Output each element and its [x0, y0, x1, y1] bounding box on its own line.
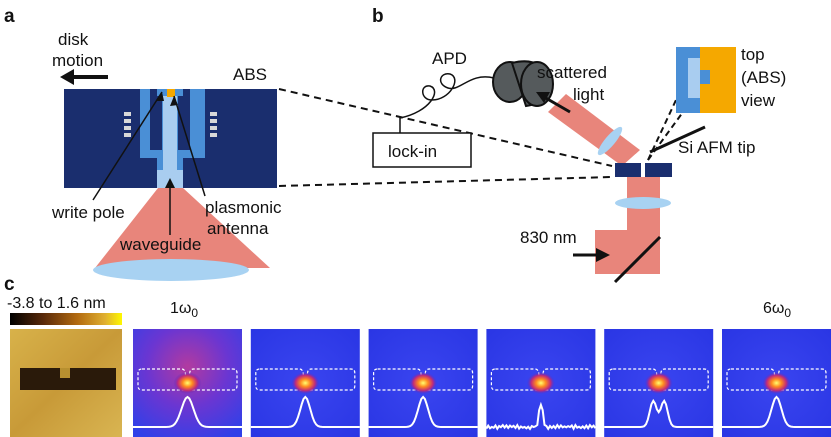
plasmonic-antenna [167, 89, 175, 97]
sample-gap [641, 163, 645, 177]
lens-a [93, 259, 249, 281]
disk-motion-label-line2: motion [52, 51, 103, 70]
hotspot [527, 372, 555, 394]
first-harmonic-label: 1ω0 [170, 300, 198, 320]
wavelength-label: 830 nm [520, 228, 577, 247]
top-view-label-line1: top [741, 45, 765, 64]
abs-label: ABS [233, 65, 267, 84]
nearfield-maps [133, 329, 831, 437]
top-view-inset [676, 47, 736, 113]
afm-tip-label: Si AFM tip [678, 138, 755, 157]
abs-surface [64, 89, 277, 188]
nearfield-map-5 [604, 329, 713, 437]
nearfield-map-4 [486, 329, 595, 437]
colorbar [10, 313, 122, 325]
apd-cable [400, 74, 494, 134]
last-harmonic-label: 6ω0 [763, 300, 791, 320]
panel-b-label: b [372, 6, 384, 27]
panel-c-label: c [4, 274, 15, 295]
lock-in-label: lock-in [388, 142, 437, 161]
disk-motion-label-line1: disk [58, 30, 89, 49]
hotspot [409, 372, 437, 394]
nearfield-map-2 [251, 329, 360, 437]
write-pole-label: write pole [51, 203, 125, 222]
top-view-label-line3: view [741, 91, 776, 110]
nearfield-map-6 [722, 329, 831, 437]
waveguide-label: waveguide [119, 235, 201, 254]
top-view-label-line2: (ABS) [741, 68, 786, 87]
hotspot [763, 372, 791, 394]
hotspot [645, 372, 673, 394]
colorbar-label: -3.8 to 1.6 nm [7, 295, 106, 312]
afm-topography-image [10, 329, 122, 437]
nearfield-map-1 [133, 329, 242, 437]
hotspot [291, 372, 319, 394]
incident-beam [595, 177, 671, 274]
disk-motion-arrow [60, 69, 108, 85]
hotspot [174, 372, 202, 394]
plasmonic-label-line2: antenna [207, 219, 269, 238]
scattered-label-line1: scattered [537, 63, 607, 82]
plasmonic-label-line1: plasmonic [205, 198, 282, 217]
nearfield-map-3 [369, 329, 478, 437]
panel-a-label: a [4, 6, 15, 27]
scattered-label-line2: light [573, 85, 604, 104]
apd-label: APD [432, 49, 467, 68]
